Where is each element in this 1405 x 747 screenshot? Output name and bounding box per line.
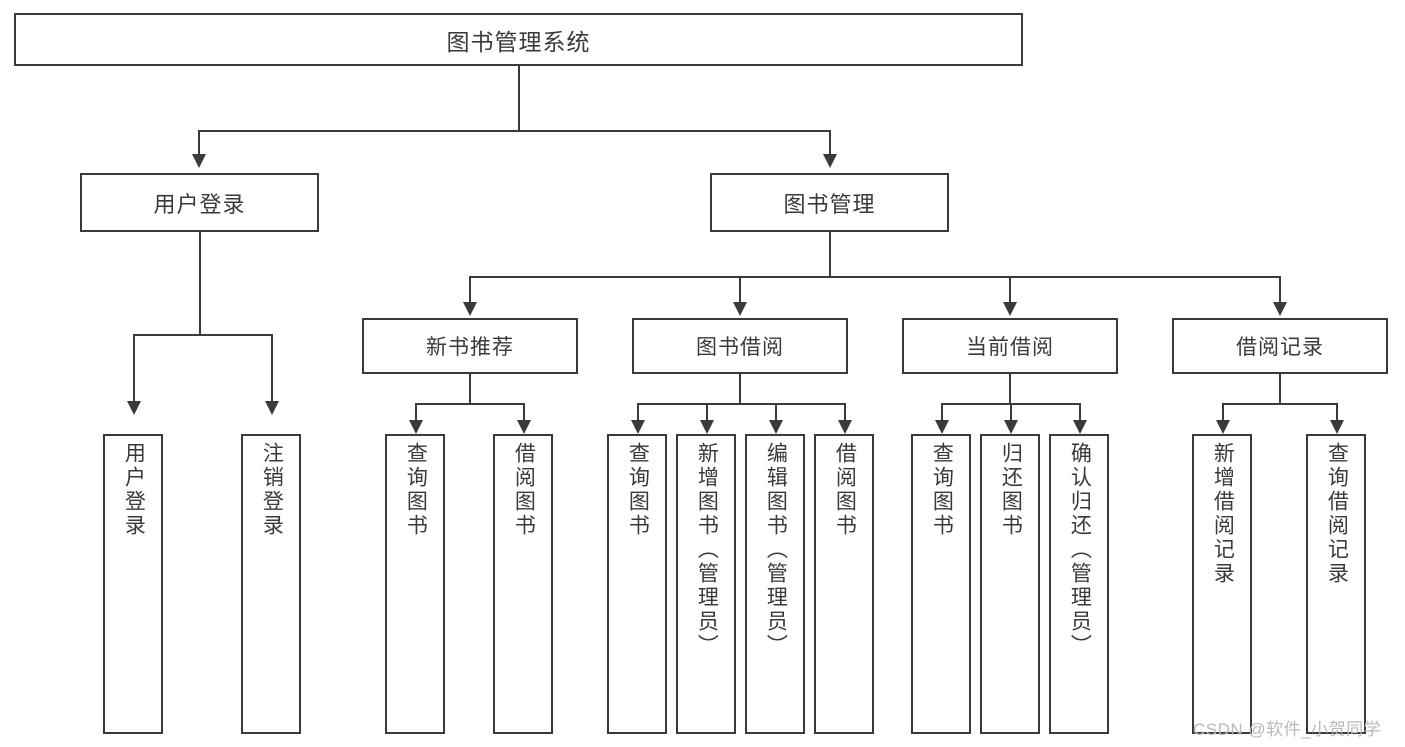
leaf-label: 归还图书: [999, 442, 1023, 538]
leaf-label: 编辑图书（管理员）: [764, 442, 788, 658]
connector-root-down: [518, 66, 520, 131]
leaf-confirm-return-admin[interactable]: 确认归还（管理员）: [1049, 434, 1109, 734]
leaf-label: 注销登录: [260, 442, 284, 538]
connector-newbook-down: [469, 374, 471, 404]
arrowhead-newbook-leaf-1: [409, 420, 423, 434]
leaf-label: 查询图书: [404, 442, 428, 538]
connector-userlogin-leaf-2: [271, 334, 273, 402]
arrowhead-bookborrow-leaf-2: [700, 420, 714, 434]
arrowhead-currentborrow-leaf-3: [1073, 420, 1087, 434]
leaf-add-book-admin[interactable]: 新增图书（管理员）: [676, 434, 736, 734]
leaf-edit-book-admin[interactable]: 编辑图书（管理员）: [745, 434, 805, 734]
connector-borrowrecord-leaf-2: [1336, 403, 1338, 421]
node-label: 借阅记录: [1236, 336, 1324, 359]
arrowhead-bookborrow-leaf-3: [769, 420, 783, 434]
leaf-borrow-book[interactable]: 借阅图书: [814, 434, 874, 734]
leaf-borrow-book-newbook[interactable]: 借阅图书: [493, 434, 553, 734]
connector-currentborrow-down: [1009, 374, 1011, 404]
node-label: 用户登录: [153, 191, 246, 217]
connector-to-book-borrow: [739, 276, 741, 303]
node-book-management[interactable]: 图书管理: [710, 173, 949, 232]
leaf-label: 借阅图书: [833, 442, 857, 538]
leaf-return-book[interactable]: 归还图书: [980, 434, 1040, 734]
node-user-login[interactable]: 用户登录: [80, 173, 319, 232]
connector-bookborrow-leaf-3: [775, 403, 777, 421]
connector-to-book-manage: [829, 130, 831, 155]
leaf-query-book-borrow[interactable]: 查询图书: [607, 434, 667, 734]
connector-bookborrow-leaf-4: [844, 403, 846, 421]
node-root-library-system[interactable]: 图书管理系统: [14, 13, 1023, 66]
arrowhead-currentborrow-leaf-1: [935, 420, 949, 434]
connector-bookborrow-leaf-2: [706, 403, 708, 421]
leaf-query-book-newbook[interactable]: 查询图书: [385, 434, 445, 734]
node-label: 当前借阅: [966, 336, 1054, 359]
leaf-label: 用户登录: [122, 442, 146, 538]
leaf-query-book-current[interactable]: 查询图书: [911, 434, 971, 734]
node-label: 图书管理系统: [446, 28, 591, 55]
connector-borrowrecord-down: [1279, 374, 1281, 404]
arrowhead-new-book: [463, 302, 477, 316]
node-label: 图书借阅: [696, 336, 784, 359]
connector-newbook-leaf-2: [523, 403, 525, 421]
node-current-borrow[interactable]: 当前借阅: [902, 318, 1118, 374]
leaf-label: 查询图书: [930, 442, 954, 538]
connector-currentborrow-leaf-3: [1079, 403, 1081, 421]
leaf-label: 借阅图书: [512, 442, 536, 538]
arrowhead-borrowrecord-leaf-2: [1330, 420, 1344, 434]
arrowhead-book-borrow: [733, 302, 747, 316]
connector-userlogin-leaf-1: [133, 334, 135, 402]
arrowhead-bookborrow-leaf-1: [631, 420, 645, 434]
connector-book-manage-down: [829, 232, 831, 277]
connector-user-login-bus: [133, 334, 273, 336]
leaf-user-login[interactable]: 用户登录: [103, 434, 163, 734]
node-label: 新书推荐: [426, 336, 514, 359]
connector-bookborrow-down: [739, 374, 741, 404]
arrowhead-newbook-leaf-2: [517, 420, 531, 434]
node-new-book-recommend[interactable]: 新书推荐: [362, 318, 578, 374]
connector-bookborrow-bus: [637, 403, 846, 405]
connector-user-login-down: [199, 232, 201, 335]
leaf-logout[interactable]: 注销登录: [241, 434, 301, 734]
connector-level3-bus: [469, 276, 1280, 278]
arrowhead-bookborrow-leaf-4: [838, 420, 852, 434]
arrowhead-borrowrecord-leaf-1: [1216, 420, 1230, 434]
connector-bookborrow-leaf-1: [637, 403, 639, 421]
leaf-label: 查询图书: [626, 442, 650, 538]
connector-newbook-leaf-1: [415, 403, 417, 421]
arrowhead-user-login: [192, 154, 206, 168]
arrowhead-userlogin-leaf-1: [127, 401, 141, 415]
leaf-label: 新增借阅记录: [1211, 442, 1235, 586]
connector-newbook-bus: [415, 403, 525, 405]
connector-currentborrow-leaf-1: [941, 403, 943, 421]
arrowhead-current-borrow: [1003, 302, 1017, 316]
leaf-label: 新增图书（管理员）: [695, 442, 719, 658]
leaf-add-borrow-record[interactable]: 新增借阅记录: [1192, 434, 1252, 734]
arrowhead-book-manage: [823, 154, 837, 168]
connector-root-bus: [198, 130, 830, 132]
node-book-borrow[interactable]: 图书借阅: [632, 318, 848, 374]
node-label: 图书管理: [783, 191, 876, 217]
leaf-label: 查询借阅记录: [1325, 442, 1349, 586]
connector-to-current-borrow: [1009, 276, 1011, 303]
connector-to-borrow-record: [1279, 276, 1281, 303]
arrowhead-currentborrow-leaf-2: [1004, 420, 1018, 434]
connector-currentborrow-leaf-2: [1010, 403, 1012, 421]
leaf-label: 确认归还（管理员）: [1068, 442, 1092, 658]
leaf-query-borrow-record[interactable]: 查询借阅记录: [1306, 434, 1366, 734]
node-borrow-record[interactable]: 借阅记录: [1172, 318, 1388, 374]
connector-to-user-login: [198, 130, 200, 155]
arrowhead-borrow-record: [1273, 302, 1287, 316]
connector-borrowrecord-bus: [1222, 403, 1338, 405]
connector-borrowrecord-leaf-1: [1222, 403, 1224, 421]
connector-to-new-book: [469, 276, 471, 303]
arrowhead-userlogin-leaf-2: [265, 401, 279, 415]
